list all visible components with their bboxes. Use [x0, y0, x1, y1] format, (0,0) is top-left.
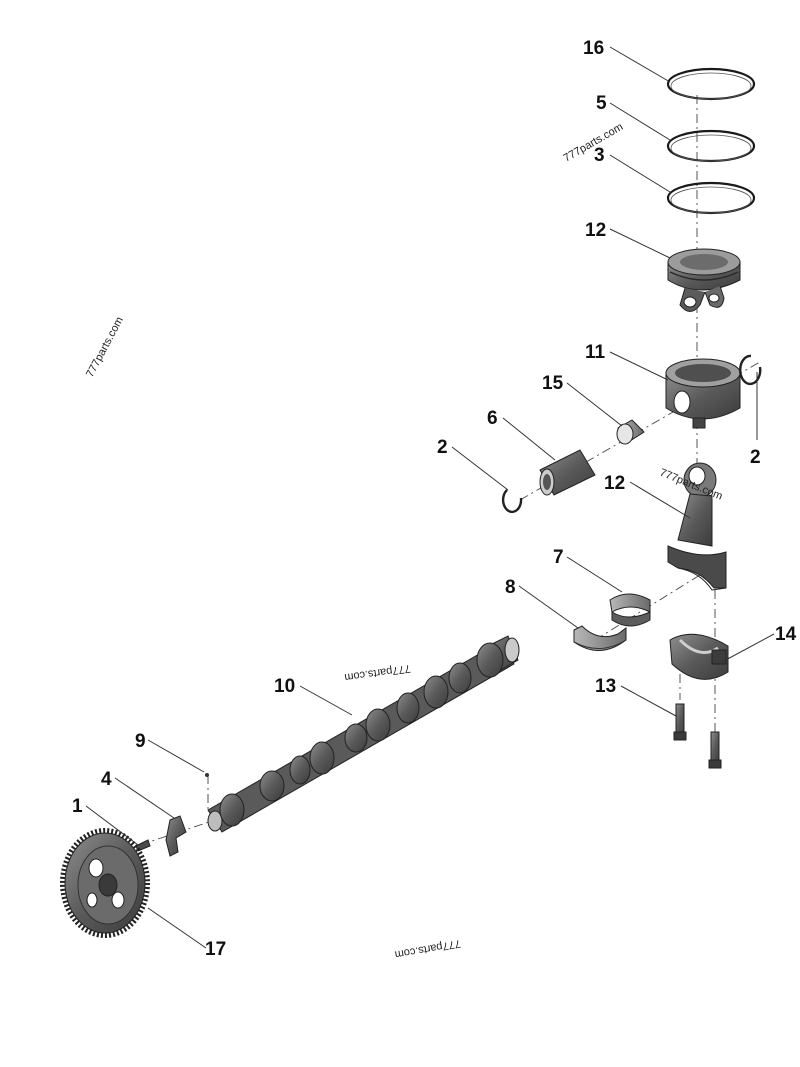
callout-4: 4	[101, 769, 112, 790]
rod-bolt-left	[673, 703, 687, 741]
callout-8: 8	[505, 577, 516, 598]
callout-6: 6	[487, 408, 498, 429]
bearing-shell-upper	[609, 593, 651, 627]
watermark: 777parts.com	[394, 937, 462, 960]
piston-crown	[667, 248, 741, 312]
piston-skirt	[665, 358, 741, 429]
leader-lines	[85, 46, 775, 949]
callout-15: 15	[542, 373, 564, 394]
callout-17: 17	[205, 939, 226, 960]
watermark: 777parts.com	[344, 662, 412, 683]
piston-pin	[539, 449, 596, 496]
camshaft-gear	[60, 828, 150, 938]
piston-ring-16	[666, 67, 756, 101]
connecting-rod	[667, 462, 727, 591]
callout-labels: 16 5 3 12 11 15 6 2 2 12 7 8 14 13 10 9 …	[72, 38, 797, 960]
dowel-pin	[205, 773, 209, 777]
callout-13: 13	[595, 676, 616, 697]
piston-ring-3	[666, 181, 756, 215]
callout-11: 11	[585, 342, 606, 363]
callout-2-right: 2	[750, 447, 761, 468]
bearing-shell-lower	[573, 625, 627, 651]
callout-2-left: 2	[437, 437, 448, 458]
callout-16: 16	[583, 38, 604, 59]
thrust-plate	[165, 815, 187, 857]
callout-5: 5	[596, 93, 607, 114]
watermark: 777parts.com	[84, 315, 126, 379]
callout-7: 7	[553, 547, 564, 568]
piston-ring-5	[666, 129, 756, 163]
circlip-right	[739, 354, 762, 386]
rod-bolt-right	[708, 731, 722, 769]
callout-9: 9	[135, 731, 146, 752]
piston-pin-bushing	[616, 419, 645, 445]
camshaft	[207, 635, 520, 833]
circlip-left	[501, 489, 523, 514]
callout-12-rod: 12	[604, 473, 625, 494]
callout-3: 3	[594, 145, 605, 166]
callout-1: 1	[72, 796, 83, 817]
callout-12-piston: 12	[585, 220, 606, 241]
callout-10: 10	[274, 676, 295, 697]
connecting-rod-cap	[669, 633, 729, 680]
callout-14: 14	[775, 624, 797, 645]
